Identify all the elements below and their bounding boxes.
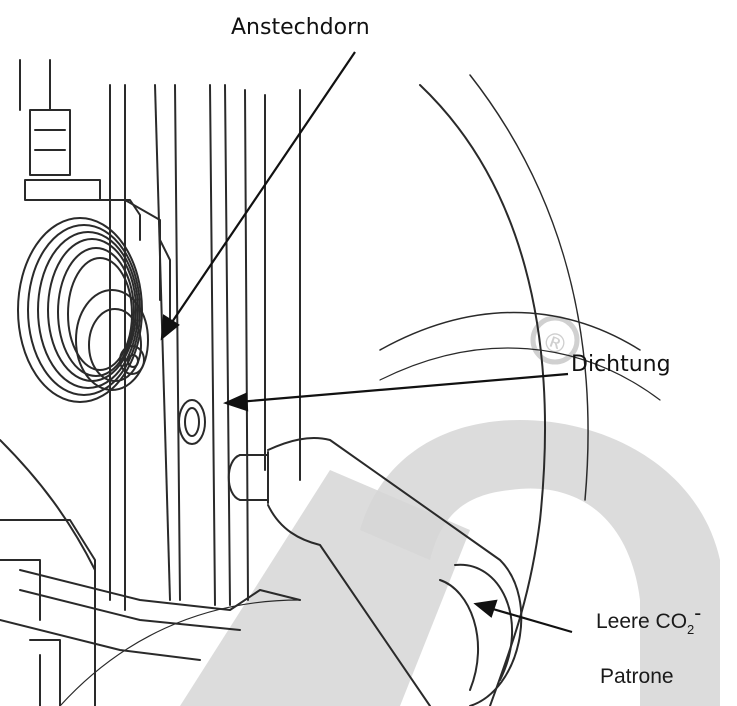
- callout-arrows: [160, 51, 573, 634]
- label-leere-co2-subscript: 2: [687, 622, 694, 637]
- co2-arrowhead: [473, 599, 498, 618]
- label-leere-co2-prefix: Leere CO: [596, 610, 687, 633]
- anstechdorn-arrowhead: [160, 314, 180, 341]
- label-leere-co2: Leere CO2-: [596, 602, 701, 637]
- dichtung-arrow: [237, 372, 569, 404]
- anstechdorn-arrow: [167, 51, 356, 329]
- label-dichtung: Dichtung: [571, 352, 671, 377]
- device-drawing: [0, 59, 661, 706]
- watermark-shapes: [180, 315, 720, 706]
- label-patrone: Patrone: [600, 665, 674, 688]
- label-anstechdorn: Anstechdorn: [231, 15, 370, 40]
- dichtung-arrowhead: [222, 392, 249, 412]
- co2-arrow: [485, 605, 573, 634]
- label-leere-co2-suffix: -: [694, 602, 701, 625]
